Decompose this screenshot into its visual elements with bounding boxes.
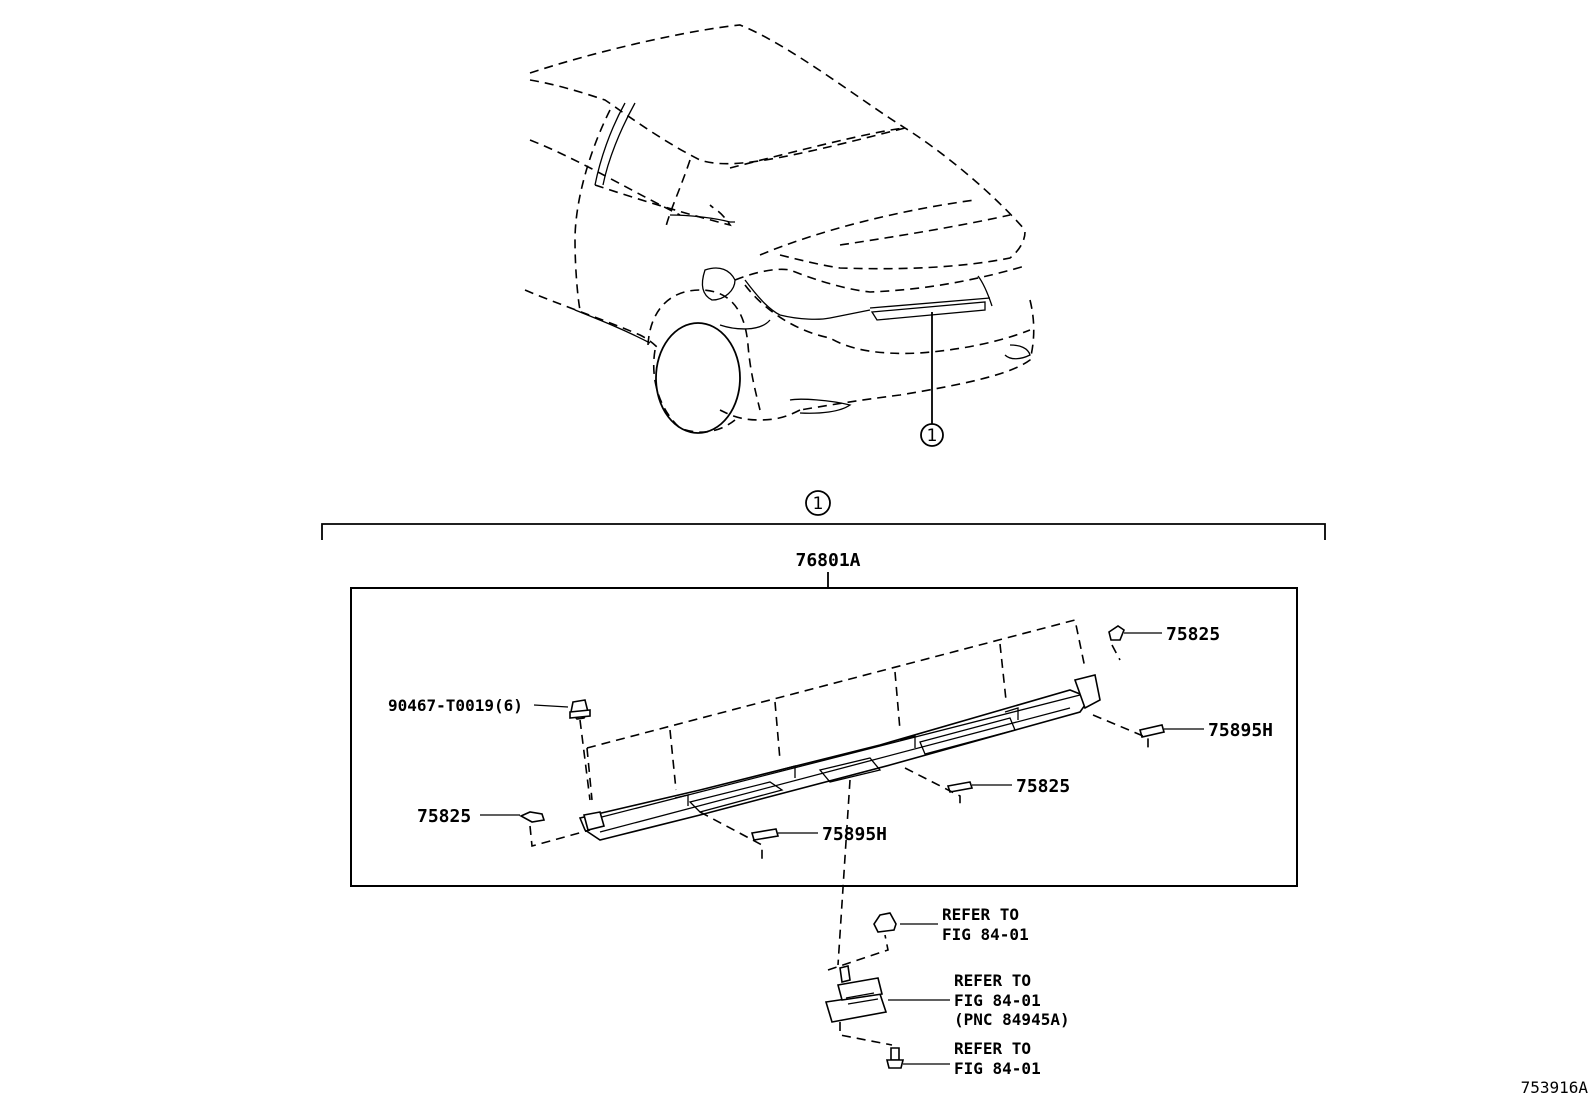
tape-center-number: 75895H [822,824,887,845]
reference-3: REFER TO FIG 84-01 [954,1039,1041,1078]
clip-part: 90467-T0019(6) [388,696,591,801]
figure-id: 753916A [1521,1078,1589,1097]
car-rear-illustration: 1 [524,24,1035,447]
assembly-box [350,587,1298,887]
tape-right: 75895H [1092,714,1273,752]
back-door-garnish [578,619,1101,841]
reference-2-line2: FIG 84-01 [954,991,1041,1010]
reference-2: REFER TO FIG 84-01 (PNC 84945A) [954,971,1070,1029]
license-lamp-group [824,779,950,1069]
tape-right-number: 75895H [1208,720,1273,741]
assembly-bracket: 1 76801A [321,490,1326,588]
pad-top-right-number: 75825 [1166,624,1220,645]
reference-1: REFER TO FIG 84-01 [942,905,1029,944]
assembly-part-number: 76801A [795,550,860,571]
reference-1-line2: FIG 84-01 [942,925,1029,944]
clip-part-number: 90467-T0019(6) [388,696,523,715]
reference-3-line1: REFER TO [954,1039,1031,1058]
reference-2-line1: REFER TO [954,971,1031,990]
pad-top-right: 75825 [1108,624,1220,661]
reference-1-line1: REFER TO [942,905,1019,924]
pad-left: 75825 [417,806,591,848]
pad-middle-right-number: 75825 [1016,776,1070,797]
callout-number-assembly: 1 [813,494,824,514]
callout-number-car: 1 [927,426,938,446]
reference-3-line2: FIG 84-01 [954,1059,1041,1078]
pad-middle-right: 75825 [904,767,1070,808]
pad-left-number: 75825 [417,806,471,827]
reference-2-line3: (PNC 84945A) [954,1010,1070,1029]
tape-center: 75895H [699,811,887,860]
